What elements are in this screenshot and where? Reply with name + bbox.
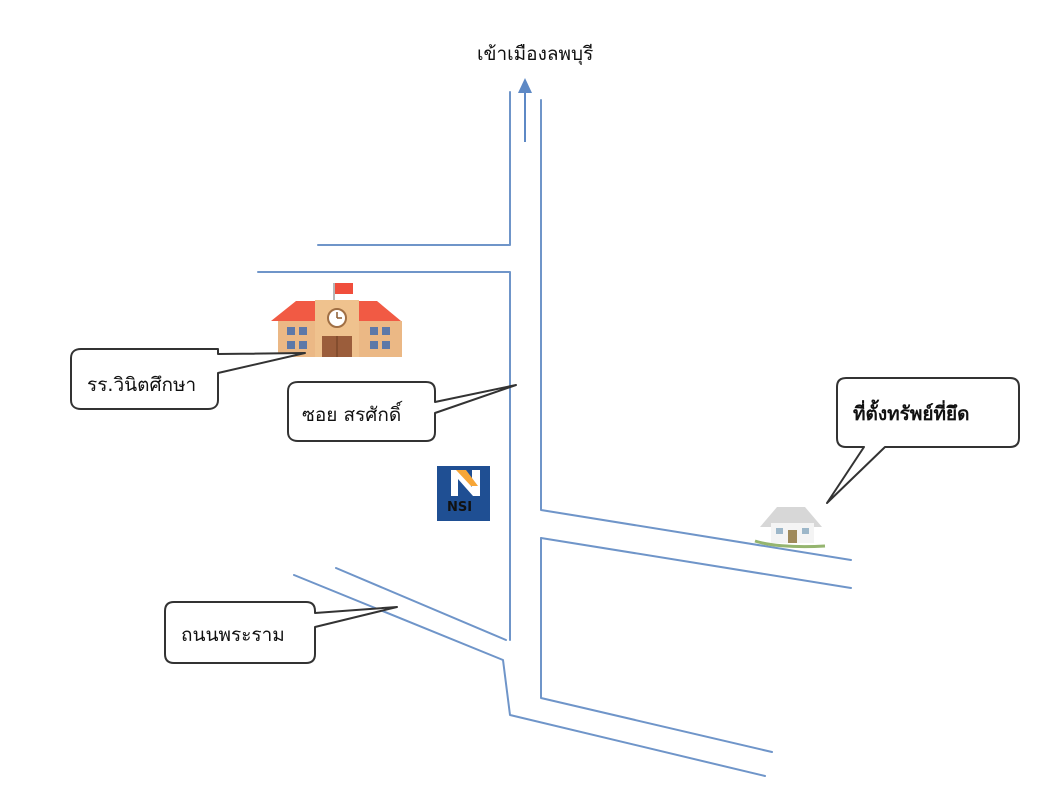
property-callout-label: ที่ตั้งทรัพย์ที่ยึด — [853, 399, 970, 425]
nsi-logo: NSI — [437, 466, 490, 521]
lower-left-road-inner — [335, 567, 507, 641]
nsi-logo-text: NSI — [447, 500, 472, 515]
direction-label: เข้าเมืองลพบุรี — [477, 43, 593, 66]
school-callout-label: รร.วินิตศึกษา — [87, 374, 196, 396]
school-callout: รร.วินิตศึกษา — [70, 348, 306, 410]
soi-callout-label: ซอย สรศักดิ์ — [302, 400, 403, 426]
road-callout-label: ถนนพระราม — [181, 624, 285, 646]
side-road-lower-edge — [540, 537, 852, 589]
main-road-right-edge — [540, 99, 852, 561]
property-callout: ที่ตั้งทรัพย์ที่ยึด — [826, 377, 1020, 504]
road-callout: ถนนพระราม — [164, 601, 398, 664]
house-icon — [754, 507, 826, 549]
main-road-left-edge-top — [317, 91, 511, 246]
lower-left-road-outer — [293, 574, 766, 777]
school-building-icon — [271, 283, 402, 357]
main-road-left-edge-middle — [257, 271, 511, 641]
north-arrow-icon — [518, 78, 532, 142]
soi-callout: ซอย สรศักดิ์ — [287, 381, 517, 442]
lower-right-road-edge — [540, 537, 773, 753]
road-network — [257, 91, 852, 777]
